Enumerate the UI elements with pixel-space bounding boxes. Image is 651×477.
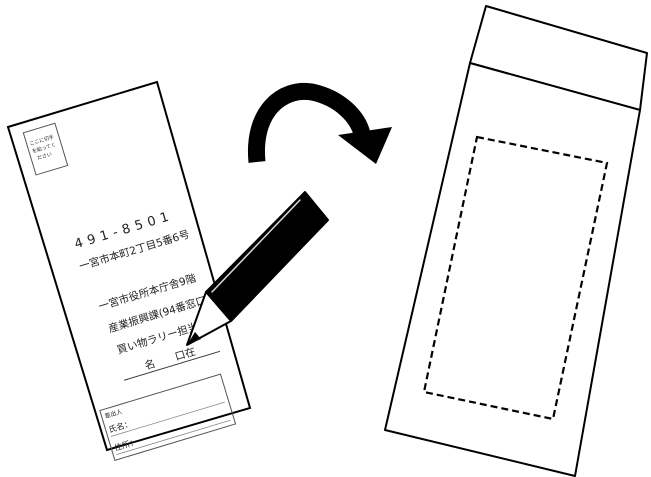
curved-arrow-icon <box>256 91 392 164</box>
envelope <box>385 6 647 476</box>
envelope-body <box>385 63 640 476</box>
postcard: ここに切手 を貼ってく ださい 491-8501 一宮市本町2丁目5番6号 一宮… <box>8 82 250 460</box>
